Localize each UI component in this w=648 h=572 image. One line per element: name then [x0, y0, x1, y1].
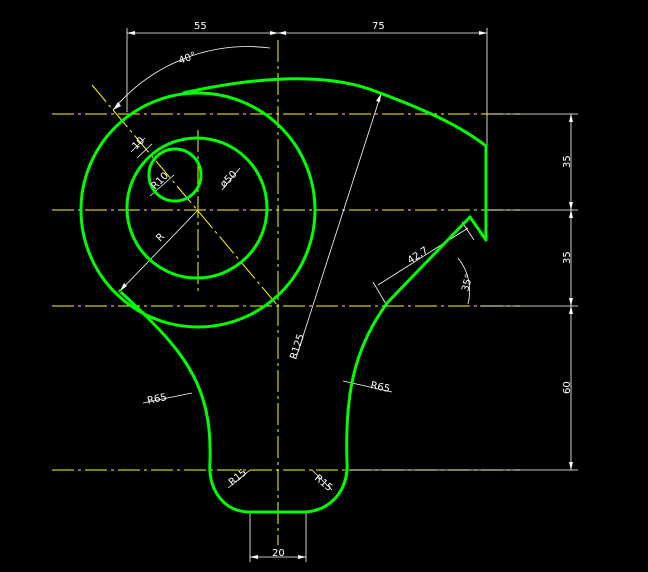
dim-r15-right: R15 [312, 473, 334, 494]
dim-75: 75 [372, 21, 385, 32]
body-contour [118, 77, 488, 514]
dim-35-mid: 35 [562, 251, 573, 264]
dim-r125: R125 [288, 333, 307, 361]
dim-20: 20 [272, 548, 285, 559]
arrowheads [113, 31, 573, 559]
dimension-lines [112, 28, 578, 562]
dim-angle-40: 40° [177, 50, 197, 66]
dim-35-top: 35 [562, 155, 573, 168]
part-outline [79, 77, 488, 514]
dim-55: 55 [194, 21, 207, 32]
dim-r65-right: R65 [369, 380, 391, 395]
centerline-diagonal [91, 84, 279, 307]
dimension-texts: 55 75 40° 10 R10 ø50 R R125 42.7 35° 35 … [130, 21, 573, 559]
dim-60: 60 [562, 381, 573, 394]
dim-r: R [154, 231, 167, 244]
dim-r10: R10 [149, 170, 171, 192]
circle-r [79, 91, 317, 329]
circle-r10 [147, 147, 203, 203]
circle-d50 [125, 136, 269, 280]
dim-angle-35: 35° [460, 273, 475, 293]
dim-r65-left: R65 [146, 392, 168, 407]
